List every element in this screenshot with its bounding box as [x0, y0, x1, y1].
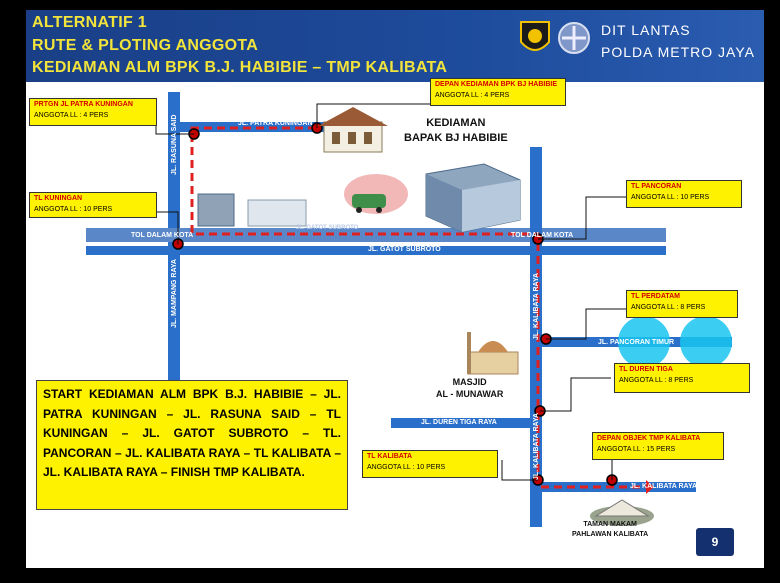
route-map — [86, 92, 732, 527]
post-title: TL KUNINGAN — [34, 195, 83, 202]
post-value: ANGGOTA LL : 10 PERS — [34, 206, 113, 213]
post-value: ANGGOTA LL : 8 PERS — [619, 377, 694, 384]
post-value: ANGGOTA LL : 4 PERS — [435, 92, 510, 99]
label-patra-kuningan: JL. PATRA KUNINGAN — [238, 120, 313, 127]
building-icon — [425, 163, 521, 233]
route-summary: START KEDIAMAN ALM BPK B.J. HABIBIE – JL… — [36, 380, 348, 510]
post-box-tl-perdatam: TL PERDATAM ANGGOTA LL : 8 PERS — [626, 290, 738, 318]
house-icon — [318, 107, 388, 153]
building-icon — [197, 193, 307, 227]
road-tol-dalam-kota — [86, 228, 666, 242]
org-line-1: DIT LANTAS — [601, 22, 691, 38]
post-box-depan-tmp: DEPAN OBJEK TMP KALIBATA ANGGOTA LL : 15… — [592, 432, 724, 460]
label-kalibata-raya-horizontal: JL. KALIBATA RAYA — [630, 483, 698, 490]
post-box-tl-kalibata: TL KALIBATA ANGGOTA LL : 10 PERS — [362, 450, 498, 478]
post-title: DEPAN OBJEK TMP KALIBATA — [597, 435, 701, 442]
post-title: TL PERDATAM — [631, 293, 680, 300]
polda-badge-icon — [520, 21, 550, 51]
post-value: ANGGOTA LL : 4 PERS — [34, 112, 109, 119]
highlight-marker — [680, 316, 732, 368]
lantas-badge-icon — [558, 22, 590, 54]
post-title: TL PANCORAN — [631, 183, 682, 190]
label-masjid: MASJID AL - MUNAWAR — [436, 377, 504, 399]
road-gatot-subroto — [86, 246, 666, 255]
header-bar: ALTERNATIF 1 RUTE & PLOTING ANGGOTA KEDI… — [26, 10, 764, 82]
road-kalibata-horizontal — [536, 482, 696, 492]
car-icon — [344, 174, 408, 214]
label-gatot-subroto: JL. GATOT SUBROTO — [368, 246, 441, 253]
label-rasuna-said: JL. RASUNA SAID — [171, 114, 178, 175]
mosque-icon — [467, 332, 519, 375]
cemetery-icon — [590, 499, 654, 526]
label-pancoran-timur: JL. PANCORAN TIMUR — [598, 339, 675, 346]
label-mampang-raya: JL. MAMPANG RAYA — [171, 259, 178, 328]
post-title: TL DUREN TIGA — [619, 366, 673, 373]
post-value: ANGGOTA LL : 10 PERS — [367, 464, 446, 471]
post-value: ANGGOTA LL : 15 PERS — [597, 446, 676, 453]
post-value: ANGGOTA LL : 8 PERS — [631, 304, 706, 311]
label-tol-dalam-kota-right: TOL DALAM KOTA — [511, 232, 574, 239]
label-tol-dalam-kota-left: TOL DALAM KOTA — [131, 232, 194, 239]
highlight-marker — [618, 316, 670, 368]
road-rasuna-mampang — [168, 92, 180, 462]
post-box-prtgn-patra: PRTGN JL PATRA KUNINGAN ANGGOTA LL : 4 P… — [29, 98, 157, 126]
post-title: TL KALIBATA — [367, 453, 413, 460]
page-number: 9 — [696, 528, 734, 556]
label-kalibata-raya-lower: JL. KALIBATA RAYA — [533, 412, 540, 480]
title-line-3: KEDIAMAN ALM BPK B.J. HABIBIE – TMP KALI… — [32, 59, 448, 76]
post-value: ANGGOTA LL : 10 PERS — [631, 194, 710, 201]
post-box-tl-kuningan: TL KUNINGAN ANGGOTA LL : 10 PERS — [29, 192, 157, 218]
label-kalibata-raya-upper: JL. KALIBATA RAYA — [533, 272, 540, 340]
arrow-icon — [646, 480, 654, 494]
label-tmp: TAMAN MAKAM PAHLAWAN KALIBATA — [572, 521, 649, 538]
org-line-2: POLDA METRO JAYA — [601, 44, 755, 60]
title-line-2: RUTE & PLOTING ANGGOTA — [32, 37, 259, 54]
title-line-1: ALTERNATIF 1 — [32, 14, 147, 31]
route-line — [190, 126, 646, 489]
post-title: DEPAN KEDIAMAN BPK BJ HABIBIE — [435, 81, 557, 88]
post-box-tl-pancoran: TL PANCORAN ANGGOTA LL : 10 PERS — [626, 180, 742, 208]
post-title: PRTGN JL PATRA KUNINGAN — [34, 101, 133, 108]
label-duren-tiga-raya: JL. DUREN TIGA RAYA — [421, 419, 497, 426]
post-box-depan-kediaman: DEPAN KEDIAMAN BPK BJ HABIBIE ANGGOTA LL… — [430, 78, 566, 106]
post-box-tl-duren-tiga: TL DUREN TIGA ANGGOTA LL : 8 PERS — [614, 363, 750, 393]
road-duren-tiga — [391, 418, 536, 428]
connector-lines — [155, 103, 626, 481]
slide: ALTERNATIF 1 RUTE & PLOTING ANGGOTA KEDI… — [26, 10, 764, 568]
label-kediaman: KEDIAMAN BAPAK BJ HABIBIE — [404, 117, 508, 144]
label-gatot-subroto-faded: JL. GATOT SUBROTO — [296, 225, 359, 231]
